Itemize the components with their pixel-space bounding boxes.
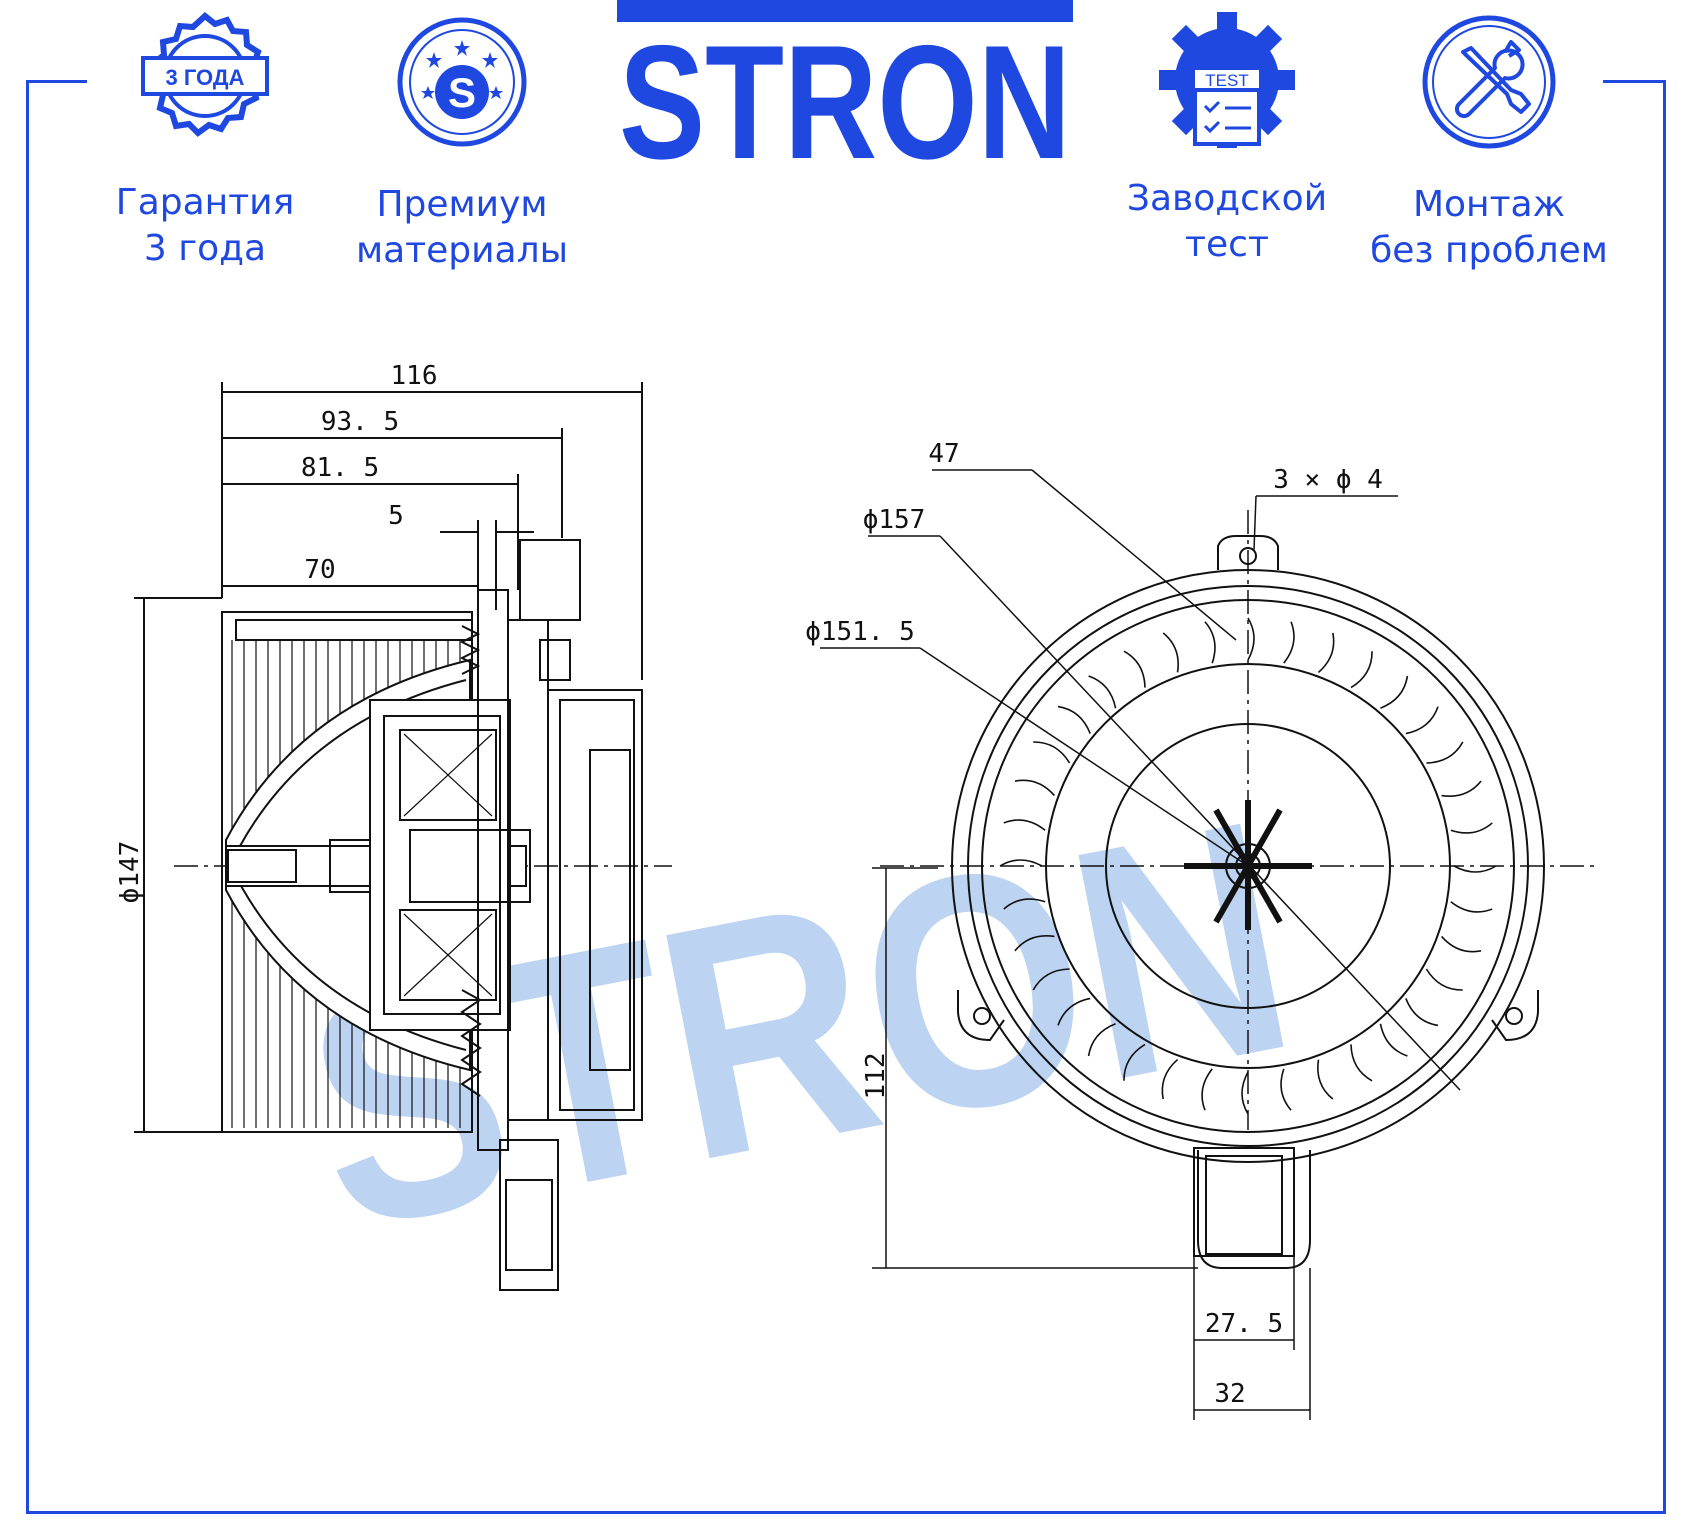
dim-27-5: 27. 5 <box>1205 1309 1283 1339</box>
frame-top-right-segment <box>1603 80 1666 83</box>
badge-factory-test-caption: Заводской тест <box>1092 176 1362 268</box>
premium-s-letter: S <box>448 69 476 116</box>
dim-diam-151-5: ϕ151. 5 <box>805 617 915 647</box>
dim-47: 47 <box>928 439 959 469</box>
badge-warranty-line1: Гарантия <box>115 182 295 223</box>
content-frame <box>26 82 1666 1514</box>
dim-93-5: 93. 5 <box>321 407 399 437</box>
badge-factory-test-line1: Заводской <box>1126 178 1328 219</box>
side-view <box>134 382 672 1291</box>
badge-premium-caption: Премиум материалы <box>327 182 597 274</box>
dim-112: 112 <box>861 1053 891 1100</box>
dim-5: 5 <box>388 501 404 531</box>
badge-warranty-line2: 3 года <box>143 228 267 269</box>
side-view-dimensions: 116 93. 5 81. 5 5 70 ϕ147 <box>115 361 437 903</box>
premium-star-s-icon: S <box>397 17 527 147</box>
dim-32: 32 <box>1214 1379 1245 1409</box>
dim-diam-157: ϕ157 <box>863 505 926 535</box>
badge-mounting-caption: Монтаж без проблем <box>1354 182 1624 274</box>
dim-81-5: 81. 5 <box>301 453 379 483</box>
badge-premium-line1: Премиум <box>376 184 548 225</box>
dim-70: 70 <box>304 555 335 585</box>
badge-factory-test: TEST Заводской тест <box>1092 8 1362 268</box>
badge-premium: S Премиум материалы <box>327 12 597 274</box>
front-view-dimensions: 47 3 × ϕ 4 ϕ157 ϕ151. 5 112 27. 5 32 <box>805 439 1383 1409</box>
warranty-seal-text: 3 ГОДА <box>166 65 245 90</box>
badge-mounting-line2: без проблем <box>1370 230 1608 271</box>
frame-top-left-segment <box>26 80 87 83</box>
tools-wrench-screwdriver-icon <box>1422 15 1556 149</box>
factory-test-gear-icon: TEST <box>1159 12 1295 148</box>
dim-diam-147: ϕ147 <box>115 841 145 904</box>
badge-premium-line2: материалы <box>355 230 569 271</box>
stron-logo-text: STRON <box>619 12 1071 160</box>
badge-mounting: Монтаж без проблем <box>1354 12 1624 274</box>
front-view <box>820 469 1594 1420</box>
dim-3x4: 3 × ϕ 4 <box>1273 465 1383 495</box>
stron-logo: STRON <box>617 0 1073 160</box>
badge-warranty: 3 ГОДА Гарантия 3 года <box>70 10 340 272</box>
factory-test-text: TEST <box>1205 71 1248 90</box>
warranty-seal-icon: 3 ГОДА <box>141 12 269 137</box>
badge-mounting-line1: Монтаж <box>1412 184 1566 225</box>
badge-warranty-caption: Гарантия 3 года <box>70 180 340 272</box>
dim-116: 116 <box>391 361 438 391</box>
badge-factory-test-line2: тест <box>1185 224 1269 265</box>
